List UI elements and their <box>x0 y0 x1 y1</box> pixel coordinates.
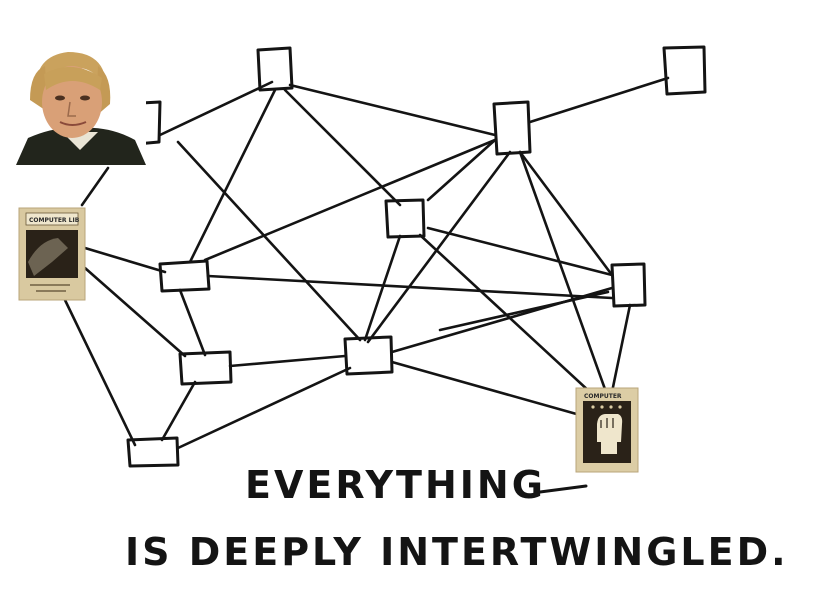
caption-dash <box>540 486 586 492</box>
node-box <box>128 438 178 466</box>
node-box <box>160 261 209 291</box>
edge <box>85 268 185 356</box>
edge <box>178 142 360 340</box>
portrait-photo <box>16 50 146 165</box>
book-cover-right-title: COMPUTER <box>584 393 622 400</box>
edge <box>65 300 135 445</box>
caption-line-2: IS DEEPLY INTERTWINGLED. <box>125 530 789 574</box>
edge <box>520 152 606 392</box>
node-box <box>180 352 231 384</box>
node-box <box>258 48 292 90</box>
edge <box>520 152 612 275</box>
edge <box>208 276 612 298</box>
edge <box>530 78 668 122</box>
edge <box>428 140 495 200</box>
node-box <box>494 102 530 154</box>
edge <box>162 382 195 440</box>
edge <box>178 368 350 448</box>
edge <box>612 305 630 392</box>
edge <box>85 248 165 272</box>
book-cover-left: COMPUTER LIB <box>19 208 85 300</box>
edge <box>82 168 108 205</box>
edge <box>160 82 272 135</box>
edge <box>420 235 590 392</box>
edge <box>230 356 345 366</box>
edge <box>368 152 510 342</box>
book-cover-right: COMPUTER <box>576 388 638 472</box>
caption-line-1: EVERYTHING <box>245 463 546 507</box>
edge <box>180 290 205 355</box>
edge <box>205 140 495 260</box>
node-box <box>386 200 424 237</box>
edge <box>392 362 580 415</box>
node-box <box>612 264 645 306</box>
book-cover-left-title: COMPUTER LIB <box>29 217 80 224</box>
node-box <box>664 47 705 94</box>
